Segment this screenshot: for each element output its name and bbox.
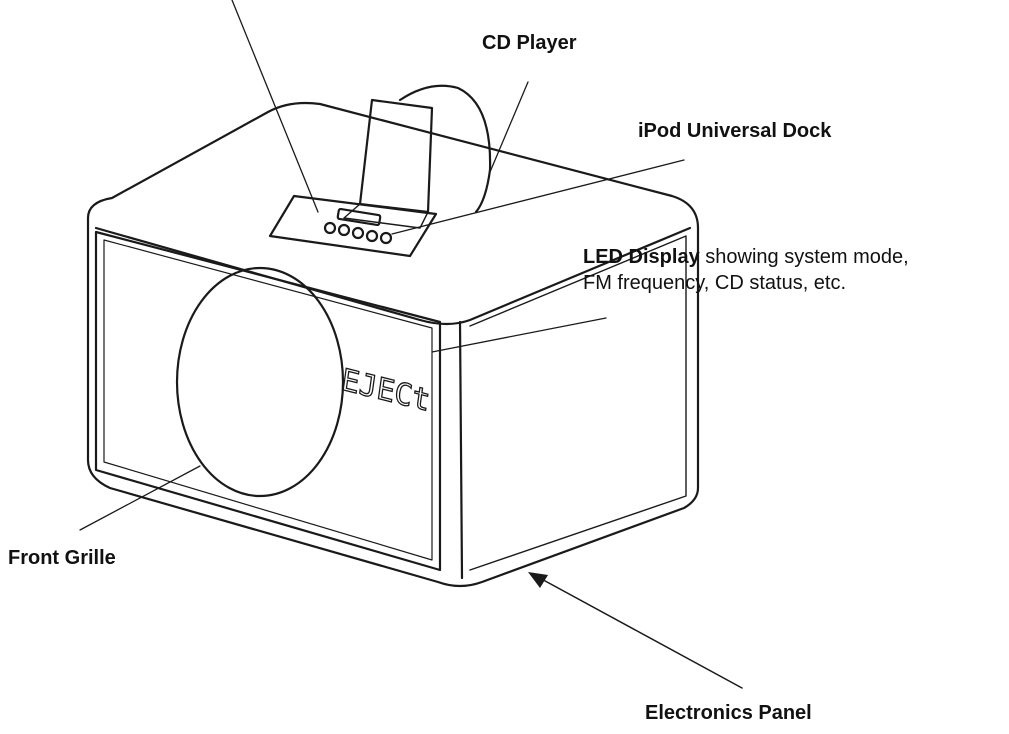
label-led-display-title: LED Display [583,246,700,268]
control-button-5 [379,231,393,245]
label-ipod-dock: iPod Universal Dock [638,120,832,142]
speaker-circle [175,266,345,498]
control-display [336,207,382,227]
control-button-1 [323,221,337,235]
leader-electronics-panel [535,575,743,689]
label-electronics-panel: Electronics Panel [645,702,812,724]
arrowhead-electronics-panel [528,572,548,588]
label-led-display: LED Display showing system mode, FM freq… [583,244,909,296]
label-front-grille: Front Grille [8,547,116,569]
leader-front-grille [79,465,201,531]
control-button-4 [365,229,379,243]
cabinet-outline [86,101,700,588]
ipod-dock-upright [358,98,434,214]
cd-disc [398,84,492,214]
leader-ipod-dock [391,159,685,235]
front-grille-panel [94,230,442,572]
front-grille-inner [103,239,433,561]
leader-cd-player [489,81,529,173]
label-led-display-line1: showing system mode, [699,246,909,268]
control-button-2 [337,223,351,237]
front-vertical-edge [458,320,464,580]
leader-top-left [231,0,319,213]
leader-led-display [431,317,607,353]
electronics-panel-face [469,235,687,571]
led-readout: EJECt [339,363,432,420]
label-led-display-line2: FM frequency, CD status, etc. [583,272,847,294]
control-plate [268,194,438,258]
label-cd-player: CD Player [482,32,577,54]
control-button-3 [351,226,365,240]
top-face-edge [94,226,692,326]
